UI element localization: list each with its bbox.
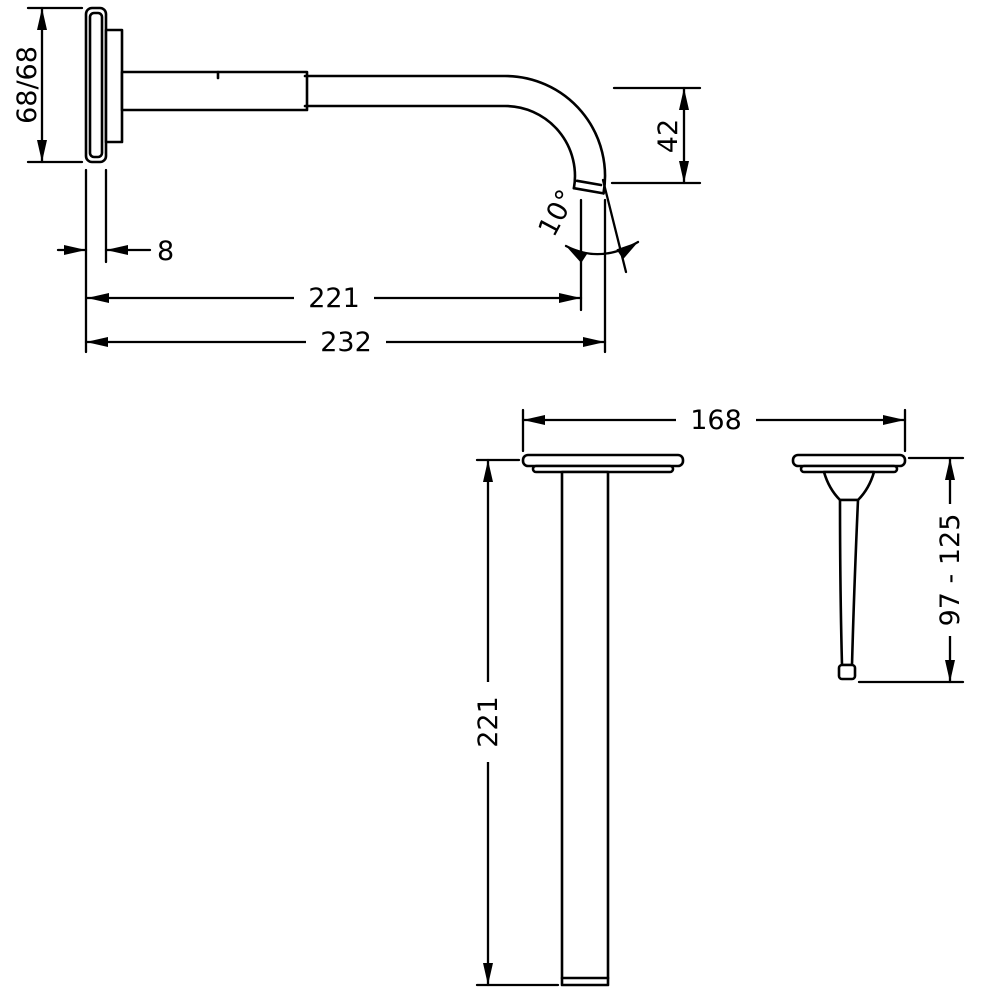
- arrow-down-icon: [37, 140, 47, 162]
- spout-column: [560, 470, 610, 987]
- spout-tube-inner: [303, 104, 577, 190]
- dim-label-plate-height: 68/68: [12, 46, 43, 124]
- arrow-up-icon: [37, 8, 47, 30]
- arrow-icon: [616, 242, 638, 260]
- arrow-up-icon: [483, 460, 493, 482]
- handle-base: [822, 470, 876, 502]
- arrow-icon: [566, 246, 588, 264]
- dim-spout-reach: 221: [85, 198, 583, 314]
- wall-plate-inner: [88, 11, 104, 159]
- handle-escutcheon: [791, 453, 907, 468]
- dim-handle-projection: 97 - 125: [857, 456, 966, 684]
- arrow-up-icon: [945, 458, 955, 480]
- arrow-down-icon: [483, 963, 493, 985]
- dim-label-center-distance: 168: [690, 405, 742, 436]
- dim-plate-depth: 8: [56, 168, 174, 354]
- dim-spout-length: 221: [472, 458, 560, 987]
- dim-label-spout-angle: 10°: [533, 185, 583, 242]
- arrow-left-icon: [523, 415, 545, 425]
- dim-spout-angle: 10°: [533, 178, 640, 274]
- arrow-left-icon: [106, 245, 128, 255]
- side-view: [84, 6, 607, 195]
- spout-tube-outer: [303, 74, 607, 195]
- dim-label-spout-reach: 221: [308, 283, 360, 314]
- arrow-left-icon: [87, 293, 109, 303]
- handle-lever: [838, 498, 860, 667]
- dim-plate-height: 68/68: [12, 6, 84, 164]
- spout-escutcheon: [521, 453, 685, 468]
- mounting-body: [104, 28, 124, 144]
- arrow-right-icon: [583, 337, 605, 347]
- dim-label-drop-height: 42: [653, 119, 684, 153]
- dim-label-plate-depth: 8: [157, 236, 174, 267]
- arrow-down-icon: [945, 660, 955, 682]
- arrow-right-icon: [559, 293, 581, 303]
- arrow-right-icon: [883, 415, 905, 425]
- dim-center-distance: 168: [521, 405, 907, 453]
- dim-label-handle-projection: 97 - 125: [935, 514, 966, 627]
- arrow-up-icon: [679, 88, 689, 110]
- handle-lever-tip: [837, 663, 857, 681]
- spout-outlet: [572, 186, 605, 195]
- arrow-down-icon: [679, 161, 689, 183]
- dim-label-overall-reach: 232: [320, 327, 372, 358]
- plan-view: [521, 453, 907, 987]
- dim-drop-height: 42: [610, 86, 702, 185]
- spout-base: [120, 70, 309, 112]
- arrow-right-icon: [64, 245, 86, 255]
- arrow-left-icon: [86, 337, 108, 347]
- aerator-line: [575, 179, 603, 187]
- dim-overall-reach: 232: [84, 198, 607, 358]
- dim-label-spout-length: 221: [473, 696, 504, 748]
